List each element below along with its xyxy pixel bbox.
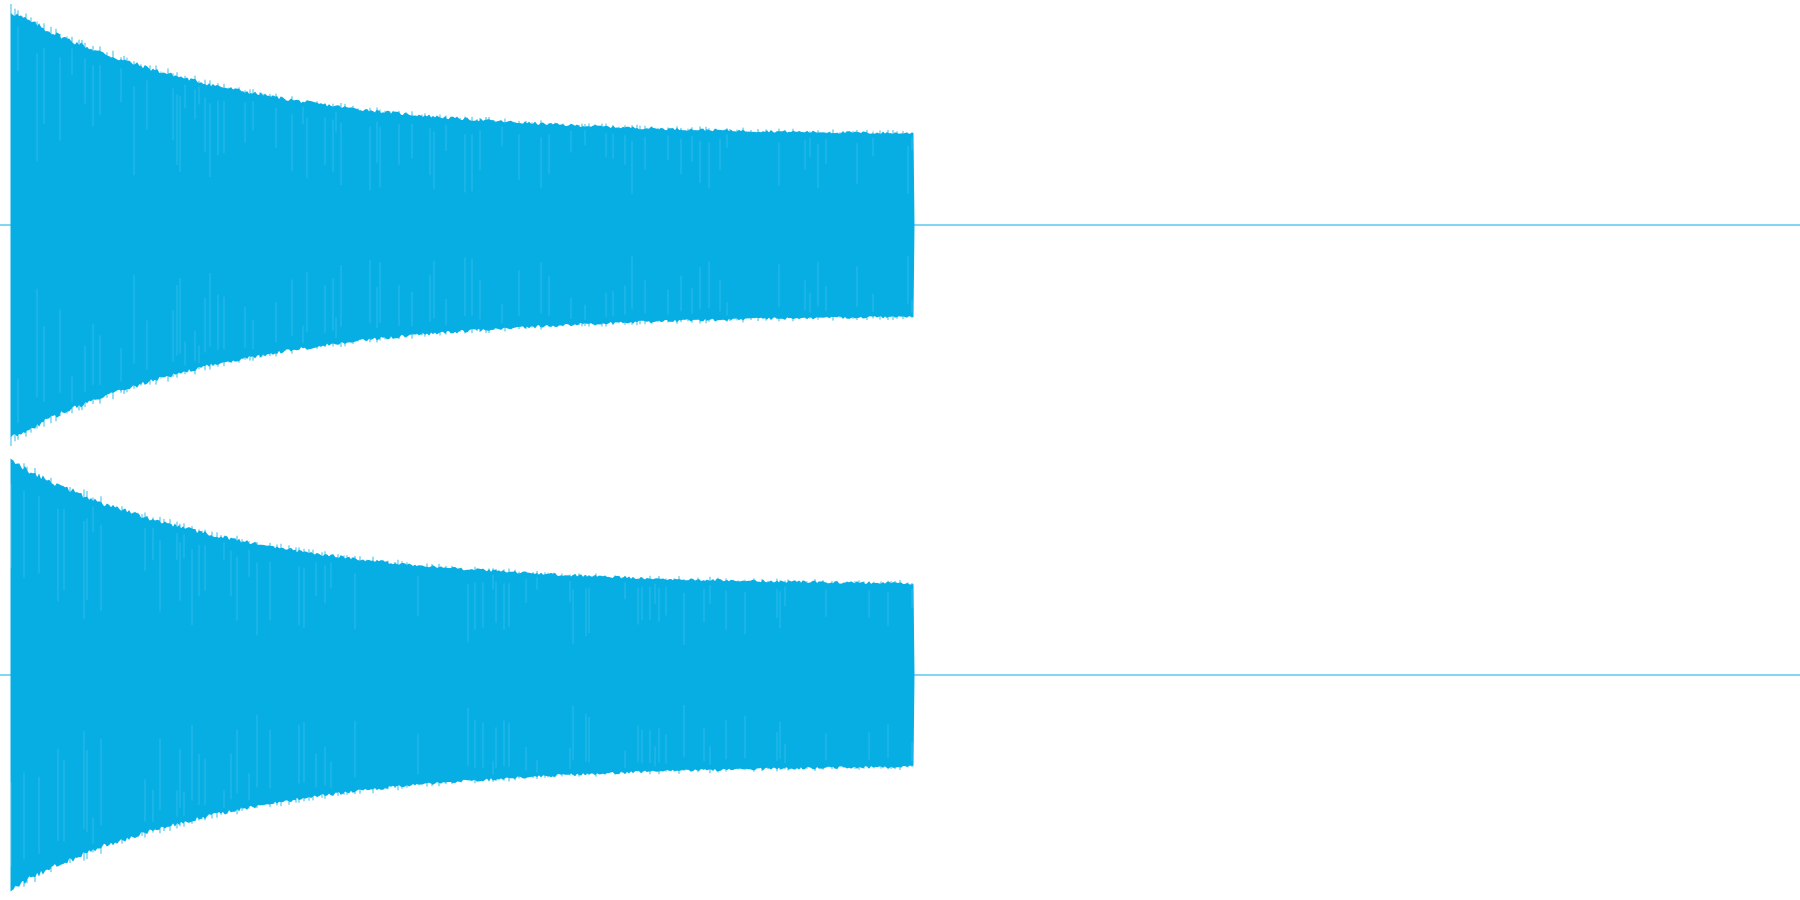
channel-1-envelope [10,12,915,438]
channel-1-spikes [10,4,913,446]
channel-1-waveform [0,4,1800,446]
channel-2-waveform [0,458,1800,892]
channel-2-spikes [10,460,913,890]
channel-2-envelope [10,458,915,892]
